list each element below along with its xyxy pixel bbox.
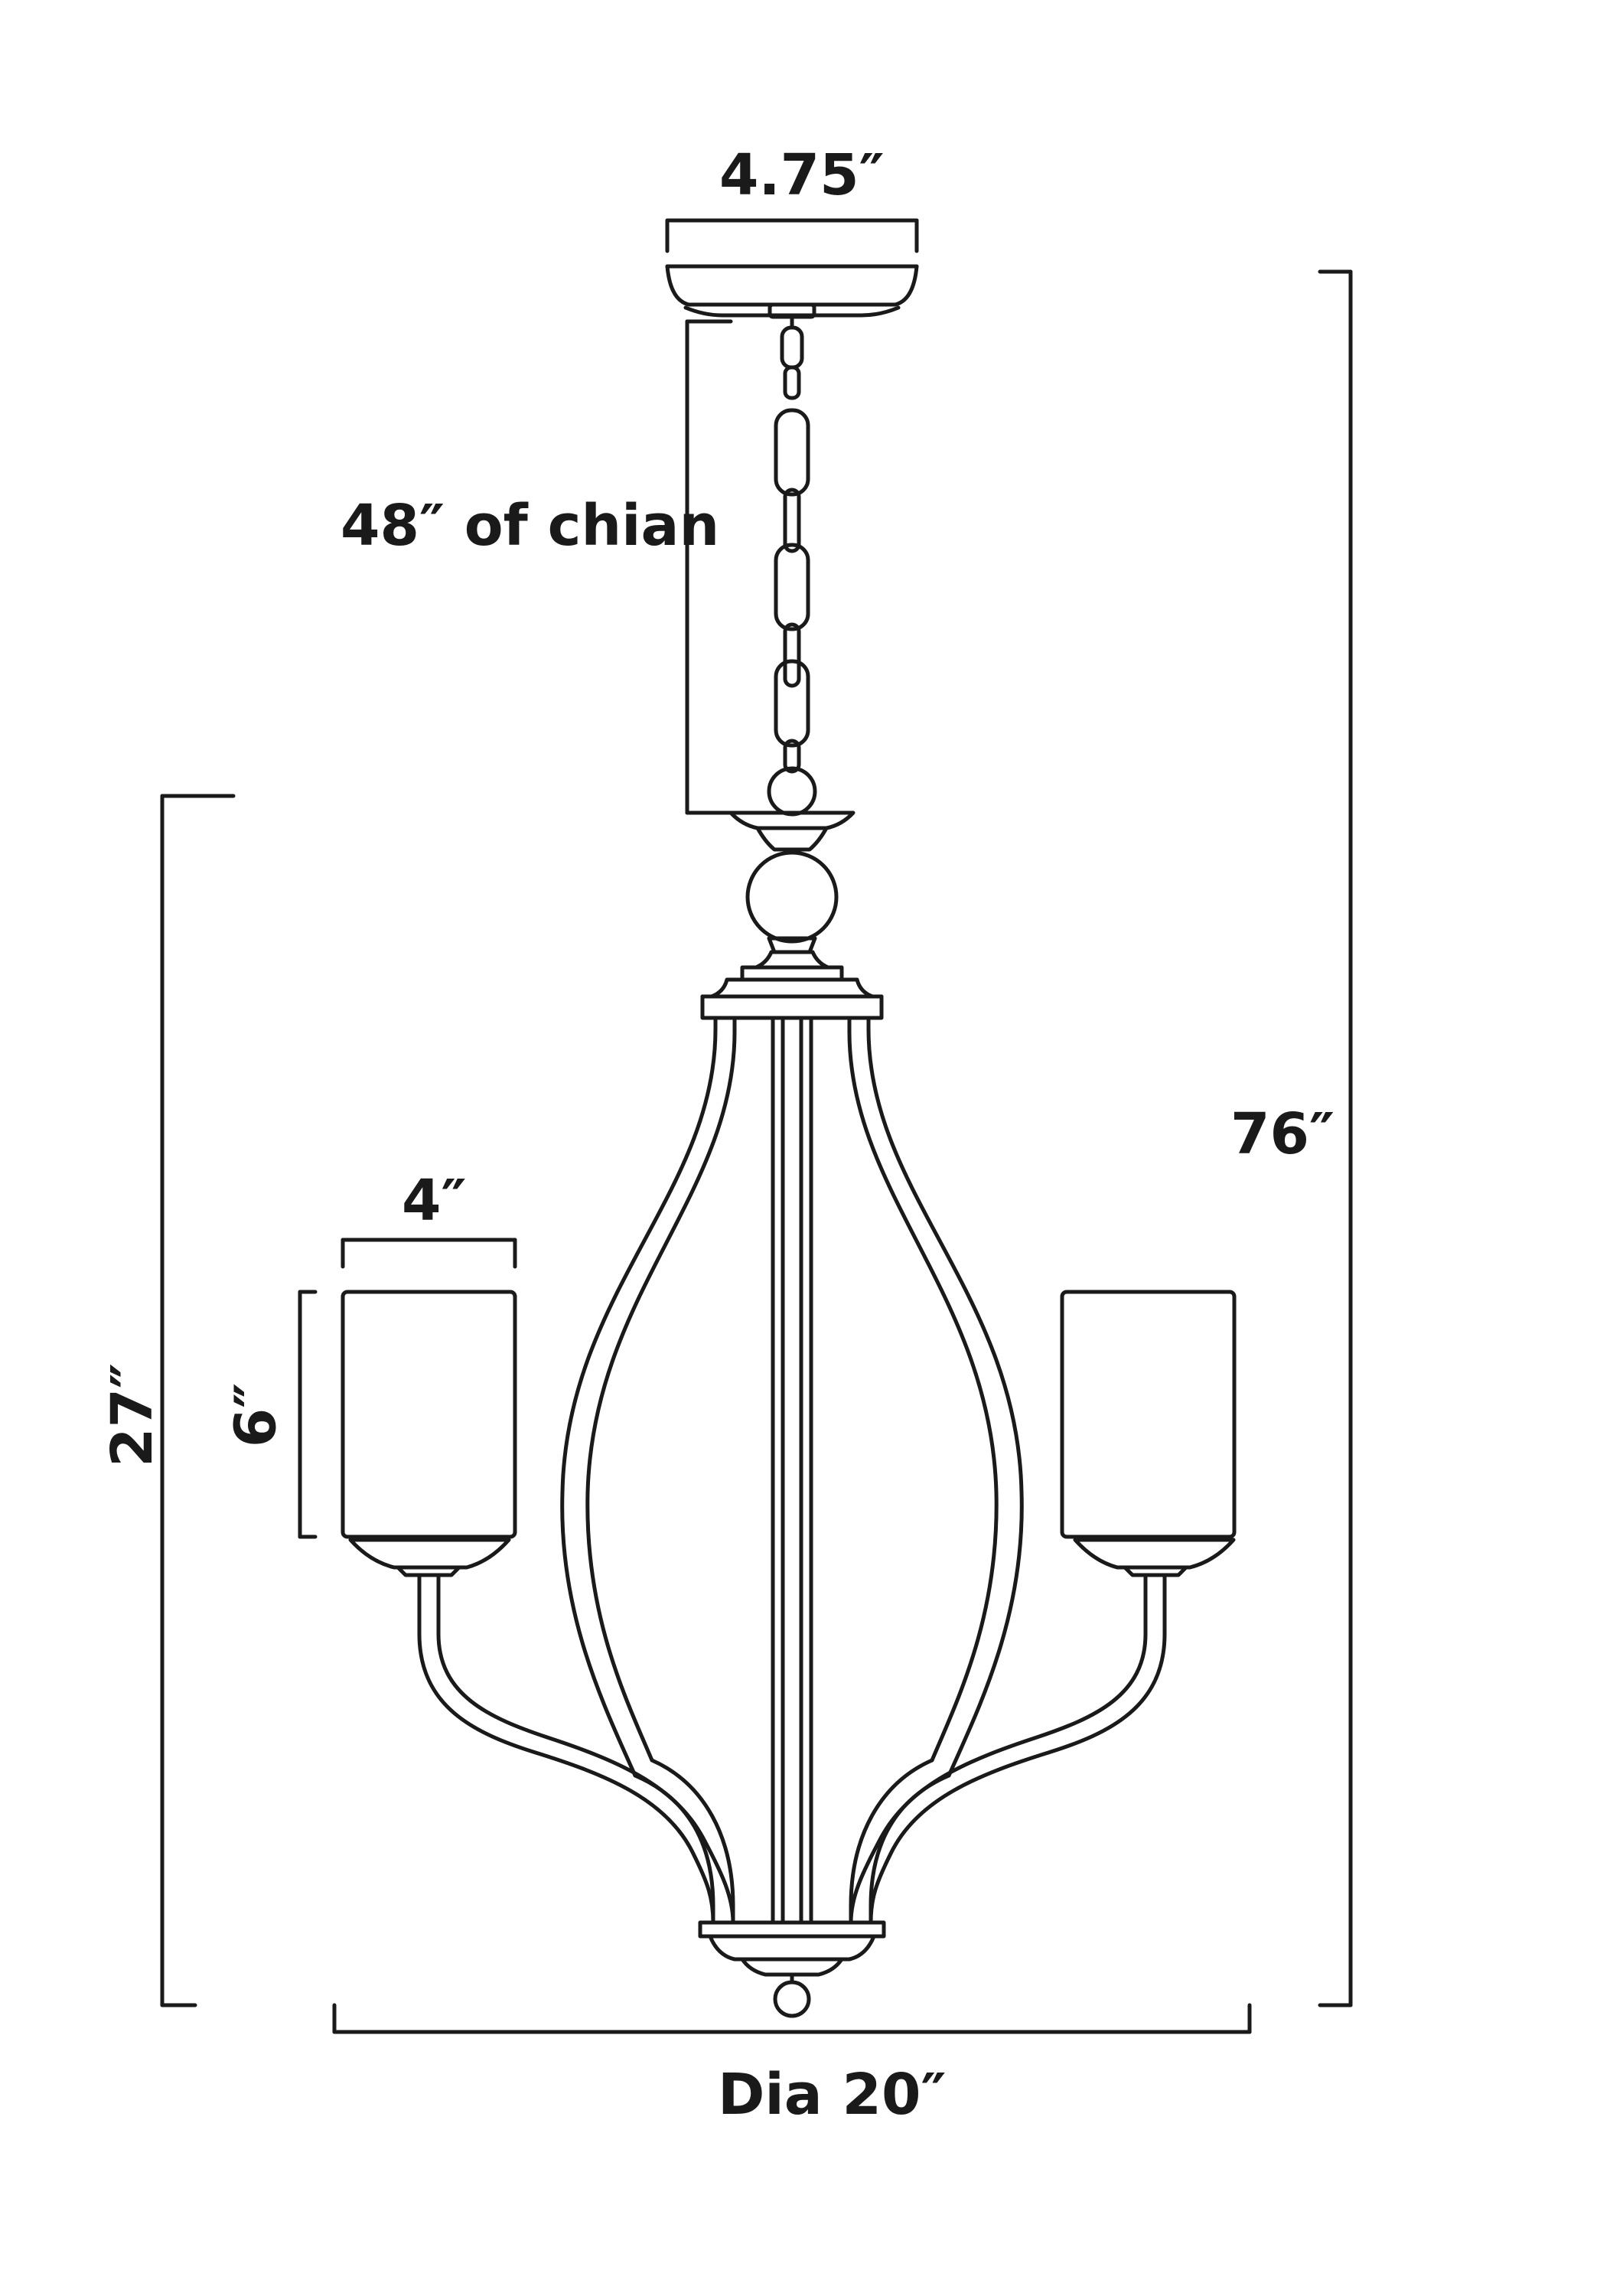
right-glass-shade xyxy=(1060,1290,1237,1539)
diameter-label: Dia 20″ xyxy=(718,2062,947,2128)
shade-height-label: 6″ xyxy=(223,1382,289,1448)
fixture-height-bracket xyxy=(160,794,236,2007)
right-frame-arm xyxy=(847,1016,1024,1925)
shade-height-bracket xyxy=(298,1290,318,1539)
canopy-width-label: 4.75″ xyxy=(719,142,885,208)
chain-length-label: 48″ of chian xyxy=(341,493,720,559)
chain xyxy=(767,315,817,817)
top-fitting xyxy=(700,810,884,1020)
left-glass-shade xyxy=(341,1290,517,1539)
left-light-arm xyxy=(348,1538,735,1925)
bottom-fitting xyxy=(698,1920,886,2018)
chain-dimension-bracket xyxy=(685,319,733,815)
ceiling-canopy xyxy=(665,264,919,319)
shade-width-bracket xyxy=(341,1238,517,1269)
shade-width-label: 4″ xyxy=(402,1168,467,1234)
overall-height-label: 76″ xyxy=(1230,1101,1335,1167)
left-frame-arm xyxy=(560,1016,737,1925)
diameter-bracket xyxy=(332,2003,1252,2034)
overall-height-bracket xyxy=(1318,269,1353,2007)
central-stem xyxy=(771,1016,813,1925)
fixture-height-label: 27″ xyxy=(99,1362,166,1468)
canopy-dimension-bracket xyxy=(665,218,919,253)
right-light-arm xyxy=(849,1538,1236,1925)
